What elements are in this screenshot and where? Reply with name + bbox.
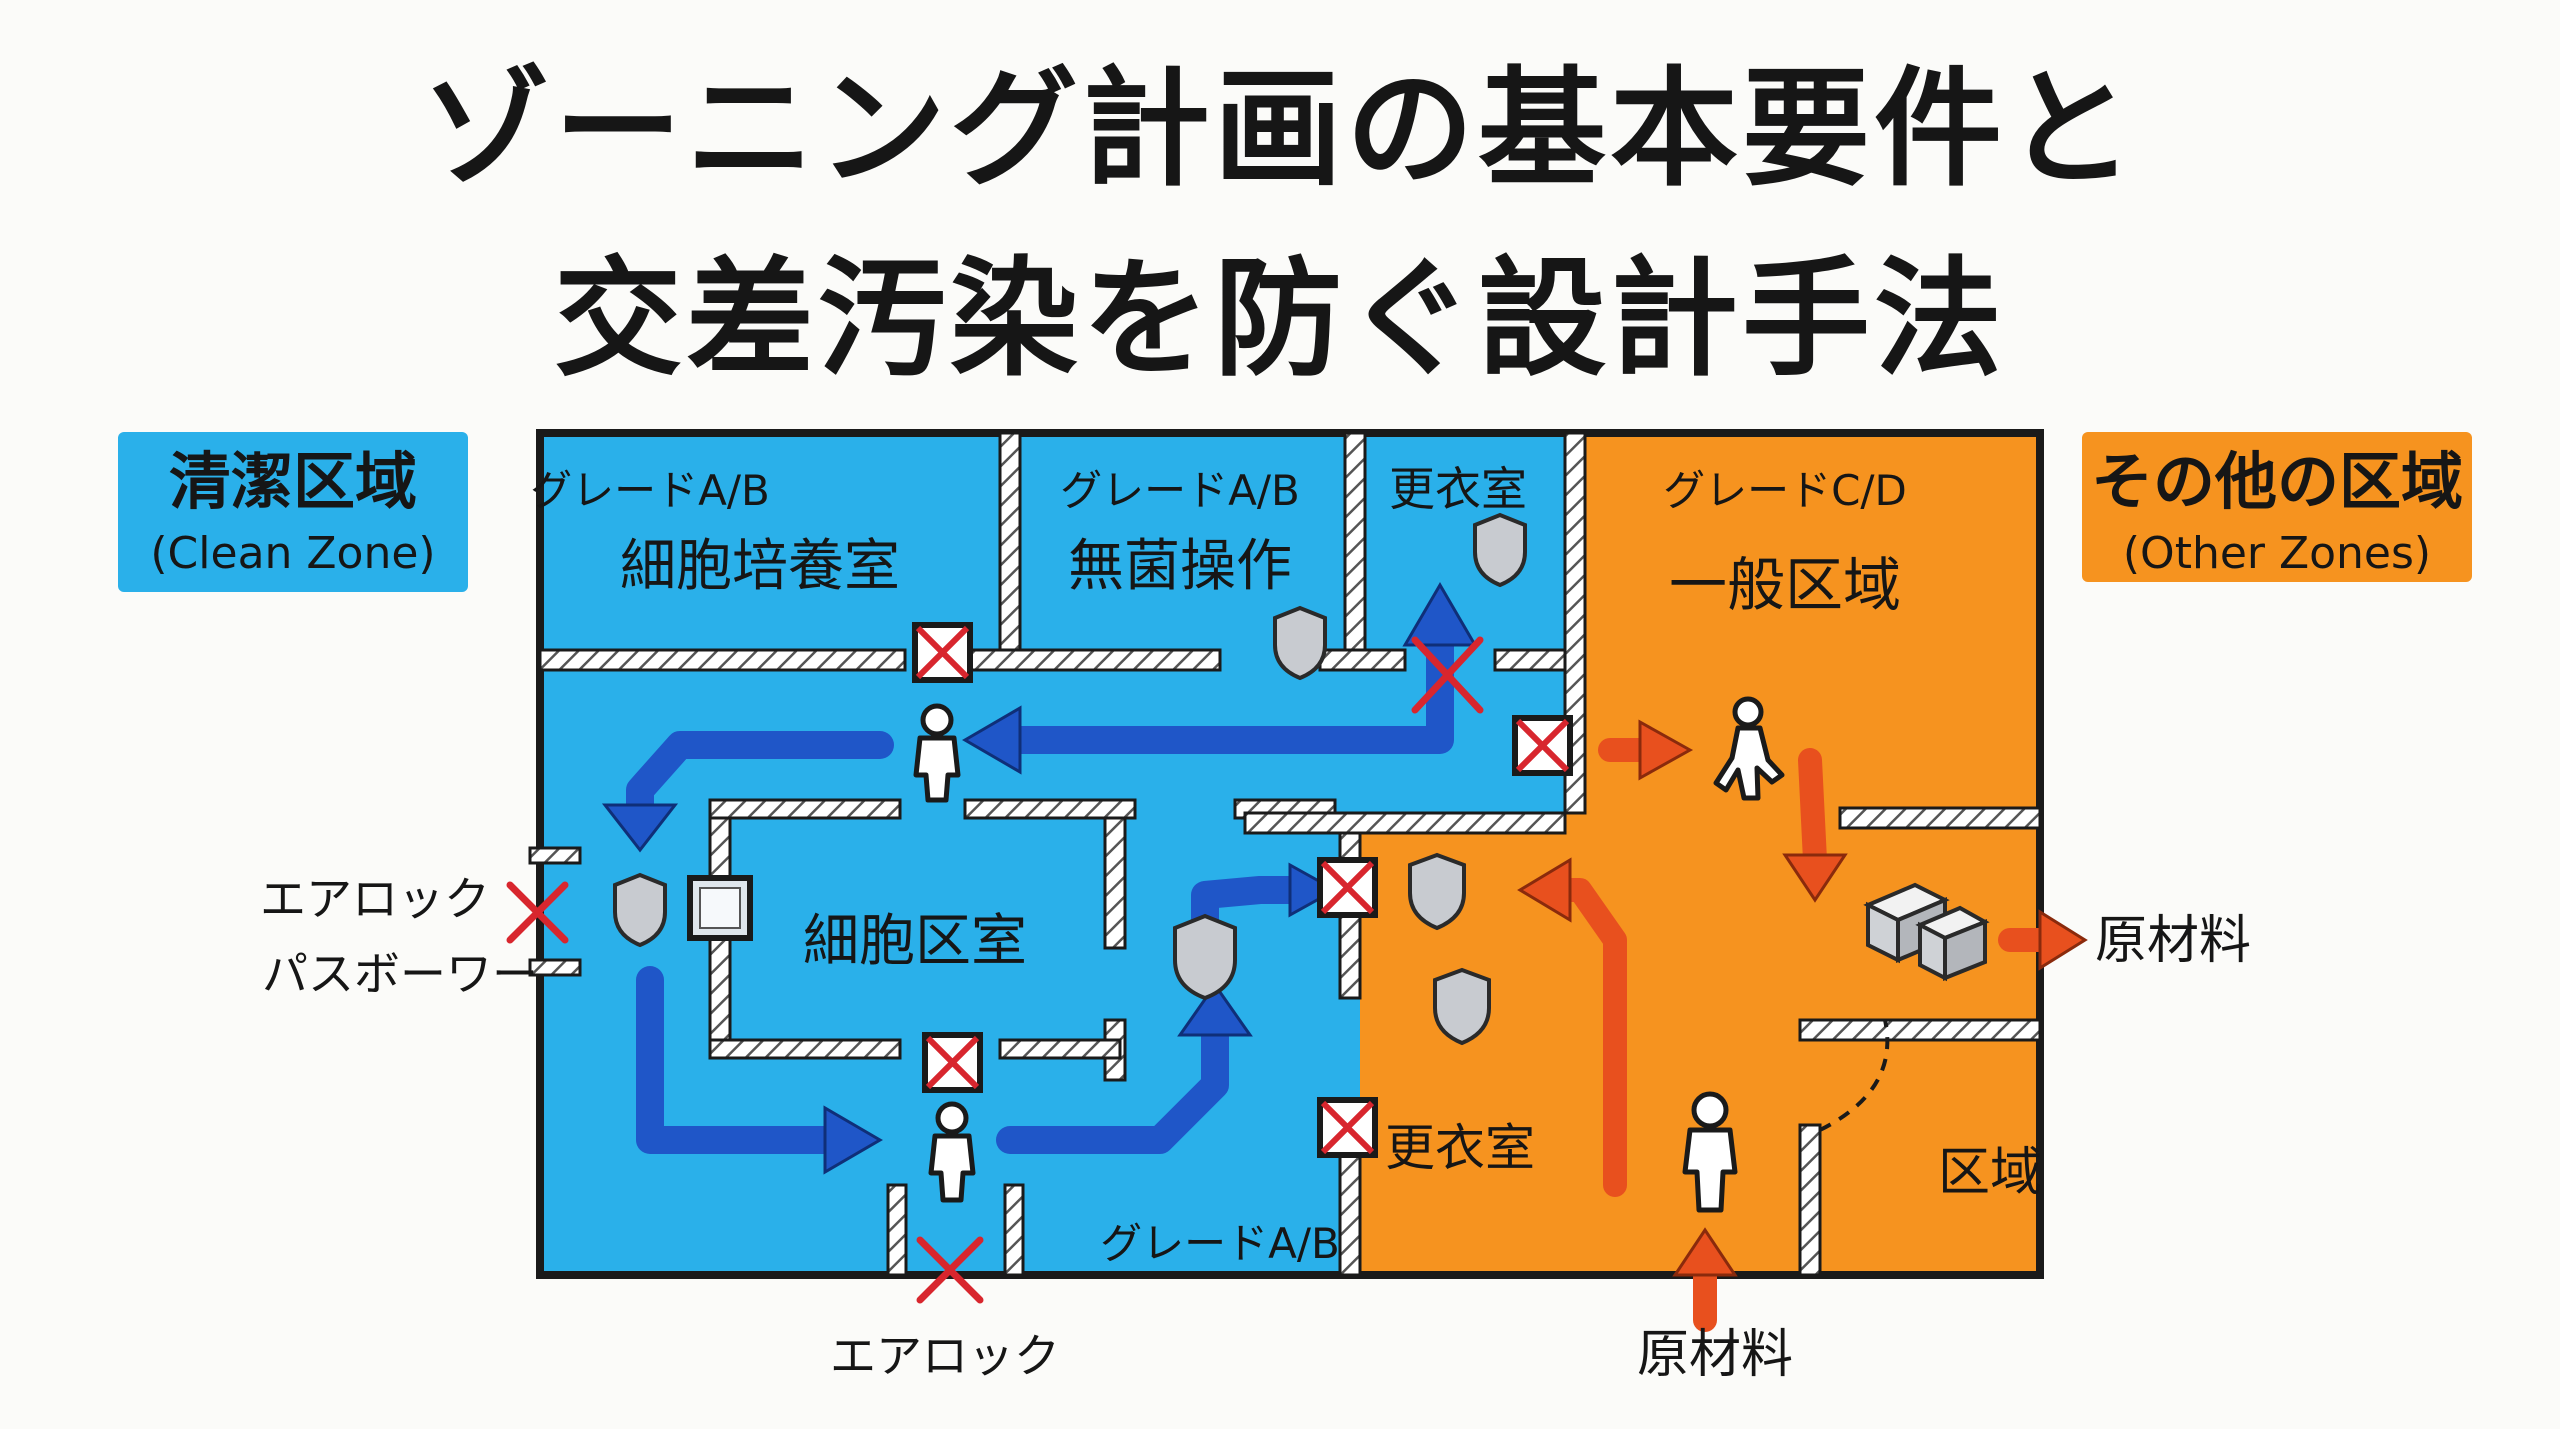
cross-mark: [1320, 860, 1375, 915]
wall: [1838, 806, 2042, 830]
wall: [528, 846, 582, 865]
shield-icon: [1433, 967, 1491, 1046]
room-general-name: 一般区域: [1669, 551, 1901, 619]
flow-arrowhead-clean: [1177, 982, 1253, 1037]
legend-other-subtitle: (Other Zones): [2122, 528, 2432, 579]
flow-arrowhead-clean: [962, 705, 1022, 775]
person-icon: [928, 1101, 976, 1203]
flow-arrowhead-clean: [823, 1105, 883, 1175]
wall: [963, 648, 1222, 672]
label-airlock-bottom: エアロック: [830, 1329, 1060, 1383]
flow-arrowhead-other: [1517, 857, 1572, 923]
room-area: 区域: [1938, 1143, 2042, 1203]
wall: [1003, 1183, 1025, 1277]
legend-clean-title: 清潔区域: [168, 445, 417, 518]
person-icon: [1682, 1091, 1738, 1213]
flow-arrowhead-clean: [1288, 862, 1339, 918]
flow-arrow-clean: [636, 966, 844, 1154]
wall: [998, 1038, 1122, 1060]
wall: [1103, 816, 1127, 950]
cross-mark: [1411, 636, 1484, 714]
wall: [963, 798, 1137, 820]
legend-other-title: その他の区域: [2090, 445, 2463, 518]
flow-arrow-clean: [1191, 876, 1314, 944]
room-changing-top: 更衣室: [1389, 462, 1527, 516]
flow-arrow-clean: [996, 626, 1454, 754]
door-swing: [1819, 1019, 1890, 1132]
title-line-2: 交差汚染を防ぐ設計手法: [553, 245, 2006, 394]
wall: [538, 648, 907, 672]
flow-arrowhead-other: [2038, 909, 2088, 971]
label-material-bottom: 原材料: [1637, 1325, 1793, 1385]
shield-icon: [1408, 852, 1466, 931]
wall: [528, 958, 582, 977]
legend-clean-zone: 清潔区域 (Clean Zone): [118, 432, 468, 592]
flow-arrowhead-clean: [601, 803, 679, 853]
shield-icon: [613, 872, 667, 948]
wall: [708, 1038, 902, 1060]
flow-arrow-clean: [996, 1016, 1229, 1154]
cross-mark: [925, 1035, 980, 1090]
cross-mark: [915, 625, 970, 680]
wall: [1343, 431, 1367, 652]
shield-icon: [1173, 913, 1237, 1001]
legend-other-zones: その他の区域 (Other Zones): [2082, 432, 2472, 582]
room-aseptic-grade: グレードA/B: [1060, 466, 1300, 515]
person-walking-icon: [1713, 696, 1785, 801]
material-box-icon: [1915, 905, 1990, 982]
flow-arrowhead-clean: [1402, 582, 1478, 647]
flow-arrowhead-other: [1638, 719, 1694, 781]
flow-arrowhead-other: [1782, 853, 1848, 903]
wall: [1493, 648, 1567, 672]
room-general-grade: グレードC/D: [1663, 466, 1907, 515]
cross-mark: [1320, 1100, 1375, 1155]
title-line-1: ゾーニング計画の基本要件と: [421, 55, 2138, 204]
shield-icon: [1473, 512, 1527, 588]
cross-mark: [916, 1236, 984, 1304]
room-bottom-grade: グレードA/B: [1100, 1219, 1340, 1268]
wall: [1318, 648, 1407, 672]
passbox-window-inner: [699, 887, 741, 929]
wall: [886, 1183, 908, 1277]
room-cell: 細胞区室: [803, 909, 1027, 974]
wall: [1243, 811, 1567, 835]
wall: [1798, 1123, 1822, 1277]
flow-arrow-clean: [626, 731, 894, 829]
shield-icon: [1273, 605, 1327, 681]
label-passbox: パスボーワー: [262, 947, 538, 1001]
cross-mark: [1515, 718, 1570, 773]
legend-clean-subtitle: (Clean Zone): [150, 528, 436, 579]
label-airlock-left: エアロック: [260, 872, 490, 926]
wall: [998, 431, 1022, 652]
room-changing-bottom: 更衣室: [1385, 1119, 1535, 1177]
person-icon: [913, 703, 961, 803]
wall: [1338, 1148, 1362, 1277]
cross-mark: [506, 881, 569, 944]
wall: [1798, 1018, 2042, 1042]
wall: [708, 798, 902, 820]
room-culture-grade: グレードA/B: [530, 466, 770, 515]
room-aseptic-name: 無菌操作: [1068, 534, 1292, 599]
room-culture-name: 細胞培養室: [620, 534, 900, 599]
label-material-right: 原材料: [2095, 911, 2251, 971]
flow-arrow-other: [1798, 748, 1827, 872]
flow-arrowhead-other: [1672, 1227, 1738, 1277]
flow-arrow-other: [1553, 878, 1627, 1197]
